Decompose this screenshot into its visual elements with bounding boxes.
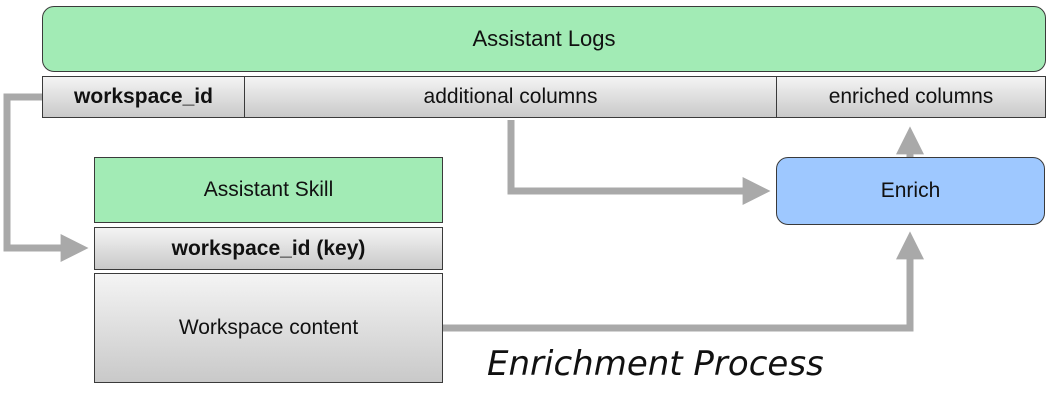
assistant-logs-columns: workspace_id additional columns enriched…	[42, 76, 1046, 118]
assistant-logs-title: Assistant Logs	[472, 26, 616, 51]
skill-key-label: workspace_id (key)	[171, 236, 366, 260]
assistant-skill-title: Assistant Skill	[203, 178, 334, 201]
enrich-label: Enrich	[880, 179, 941, 202]
workspace-content-box: Workspace content	[94, 273, 443, 383]
column-enriched: enriched columns	[828, 85, 994, 108]
arrow-additional-to-enrich	[507, 120, 771, 205]
column-additional: additional columns	[245, 77, 777, 117]
workspace-content-label: Workspace content	[178, 316, 359, 339]
skill-key-box: workspace_id (key)	[94, 227, 443, 270]
column-workspace-id: workspace_id	[43, 77, 245, 117]
assistant-logs-box: Assistant Logs	[42, 6, 1046, 72]
arrow-content-to-enrich	[443, 231, 924, 332]
diagram-caption: Enrichment Process	[487, 344, 824, 384]
arrow-logs-to-skill-key	[3, 93, 89, 262]
assistant-skill-box: Assistant Skill	[94, 157, 443, 223]
enrich-box: Enrich	[776, 157, 1045, 225]
